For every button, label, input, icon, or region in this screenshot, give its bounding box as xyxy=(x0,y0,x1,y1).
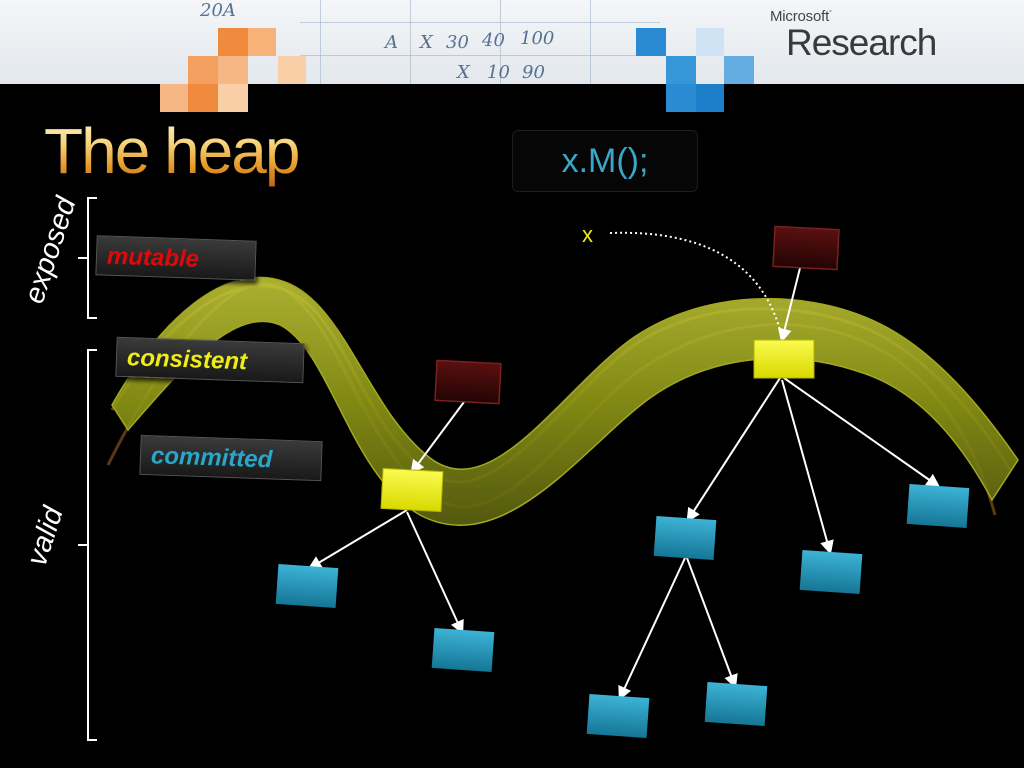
sketch-text: 100 xyxy=(520,28,555,49)
arrows xyxy=(307,267,941,701)
orange-tile xyxy=(218,56,248,84)
arrow xyxy=(618,557,686,701)
variable-x-label: x xyxy=(582,222,593,247)
header-banner: 20A A X 30 40 100 X 10 90 Microsoft° Res… xyxy=(0,0,1024,84)
committed-object-box xyxy=(275,563,339,609)
arrow xyxy=(686,557,738,689)
orange-tile xyxy=(218,84,248,112)
consistent-object-box xyxy=(380,467,444,513)
grid-line xyxy=(410,0,411,84)
orange-tile xyxy=(160,84,188,112)
orange-tile xyxy=(278,56,306,84)
committed-object-box xyxy=(431,627,495,673)
sketch-text: X xyxy=(420,32,433,53)
heap-band xyxy=(111,276,1019,526)
code-snippet: x.M(); xyxy=(512,130,698,192)
committed-object-box xyxy=(653,515,717,561)
grid-line xyxy=(300,22,660,23)
blue-tile xyxy=(636,28,666,56)
exposed-bracket xyxy=(78,197,97,319)
grid-line xyxy=(300,55,660,56)
committed-objects xyxy=(275,483,970,739)
blue-tile xyxy=(666,56,696,84)
arrow xyxy=(783,377,941,488)
arrow xyxy=(686,377,781,523)
slide-title: The heap xyxy=(44,115,300,187)
arrow xyxy=(410,401,465,475)
committed-object-box xyxy=(704,681,768,727)
orange-tile xyxy=(188,84,218,112)
committed-object-box xyxy=(906,483,970,529)
grid-line xyxy=(320,0,321,84)
arrow xyxy=(307,509,408,570)
arrow xyxy=(777,267,801,343)
sketch-text: 20A xyxy=(200,0,236,21)
consistent-tag: consistent xyxy=(115,336,305,384)
valid-bracket xyxy=(78,349,97,741)
sketch-text: A xyxy=(385,32,398,53)
blue-tile xyxy=(666,84,696,112)
grid-line xyxy=(500,0,501,84)
blue-tile xyxy=(724,56,754,84)
consistent-objects xyxy=(380,339,815,513)
committed-tag: committed xyxy=(139,434,323,482)
orange-tile xyxy=(218,28,248,56)
arrow xyxy=(406,511,464,635)
sketch-text: X xyxy=(457,62,470,83)
sketch-text: 30 xyxy=(446,32,469,53)
mutable-objects xyxy=(434,225,840,405)
sketch-text: 40 xyxy=(482,30,505,51)
arrow xyxy=(781,379,834,555)
blue-tile xyxy=(696,84,724,112)
sketch-text: 90 xyxy=(522,62,545,83)
orange-tile xyxy=(188,56,218,84)
consistent-object-box xyxy=(753,339,815,379)
grid-line xyxy=(590,0,591,84)
trademark-mark: ° xyxy=(829,10,832,17)
mutable-object-box xyxy=(772,225,840,271)
mutable-tag: mutable xyxy=(95,235,257,281)
committed-object-box xyxy=(799,549,863,595)
brand-research: Research xyxy=(786,22,937,63)
blue-tile xyxy=(696,28,724,56)
sketch-text: 10 xyxy=(487,62,510,83)
brand-microsoft: Microsoft° xyxy=(770,8,832,25)
committed-object-box xyxy=(586,693,650,739)
mutable-object-box xyxy=(434,359,502,405)
orange-tile xyxy=(248,28,276,56)
